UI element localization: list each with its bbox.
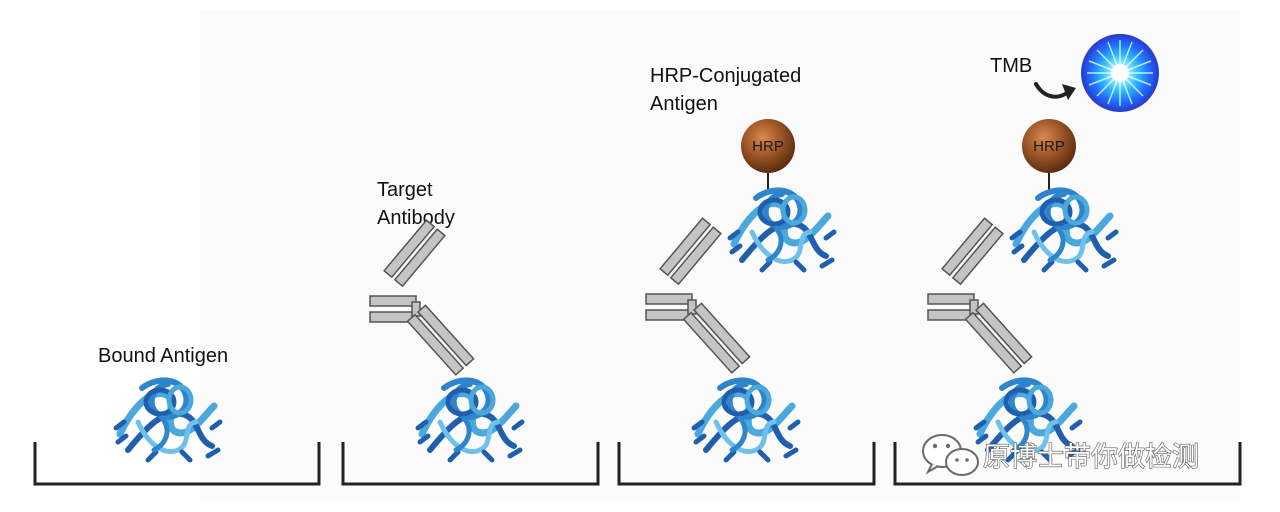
watermark-text: 原博士带你做检测 bbox=[983, 442, 1199, 473]
target-antibody-label-line1: Target bbox=[377, 179, 433, 201]
panel-4: TMB HRP bbox=[893, 34, 1242, 486]
tmb-glow-icon bbox=[1081, 34, 1159, 112]
reaction-arrow-icon bbox=[1034, 82, 1070, 99]
wechat-icon bbox=[922, 434, 979, 476]
hrp-label: HRP bbox=[752, 138, 784, 155]
well-1 bbox=[33, 442, 321, 486]
tmb-label: TMB bbox=[990, 55, 1032, 77]
hrp-conjugated-label-line1: HRP-Conjugated bbox=[650, 65, 801, 87]
well-3 bbox=[617, 442, 876, 486]
hrp-conjugated-label-line2: Antigen bbox=[650, 93, 718, 115]
target-antibody-label-line2: Antibody bbox=[377, 207, 455, 229]
hrp-bead-icon: HRP bbox=[1022, 119, 1076, 173]
panel-1: Bound Antigen bbox=[33, 345, 321, 486]
hrp-label: HRP bbox=[1033, 138, 1065, 155]
watermark: 原博士带你做检测 bbox=[922, 434, 1200, 476]
well-4 bbox=[893, 442, 1242, 486]
well-2 bbox=[341, 442, 600, 486]
bound-antigen-label: Bound Antigen bbox=[98, 345, 228, 367]
panel-2: Target Antibody bbox=[341, 179, 600, 486]
hrp-bead-icon: HRP bbox=[741, 119, 795, 173]
panel-3: HRP-Conjugated Antigen HRP bbox=[617, 65, 876, 486]
